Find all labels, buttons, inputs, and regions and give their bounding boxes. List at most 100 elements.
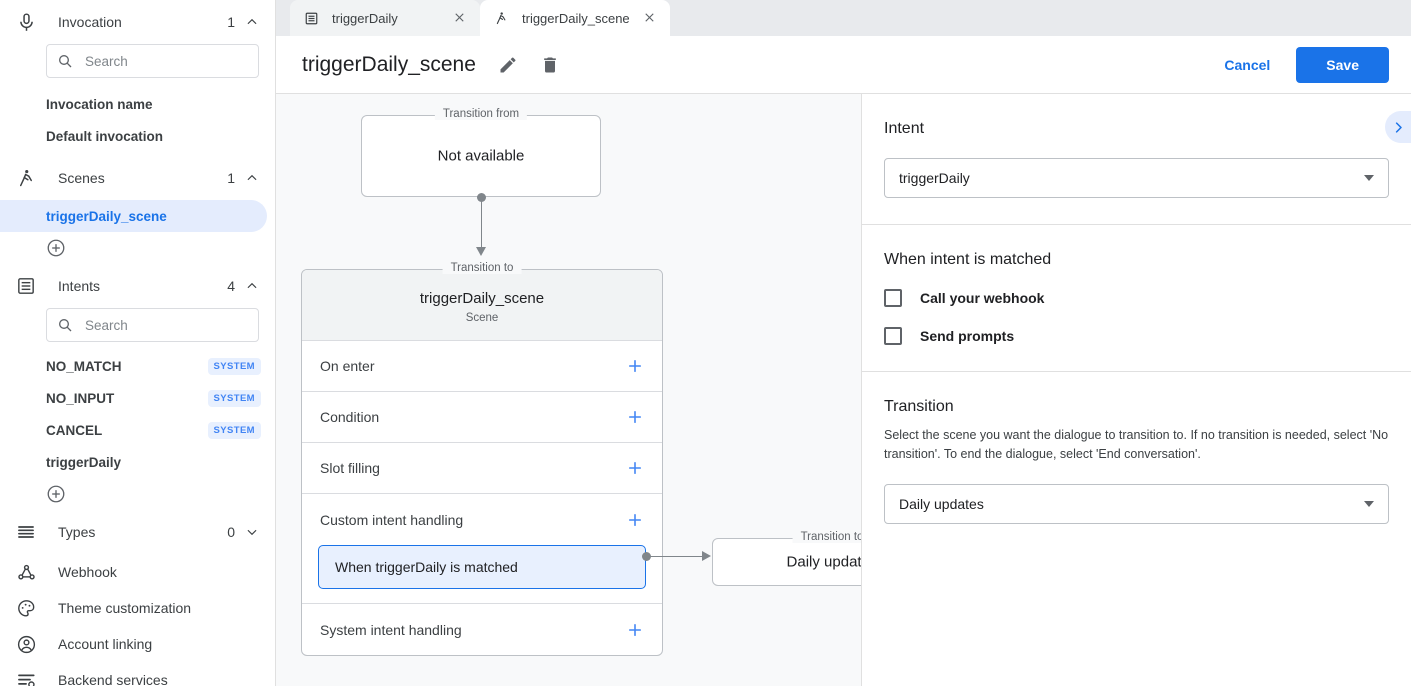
transition-from-value: Not available (437, 147, 525, 165)
transition-target-value: Daily updates (786, 553, 862, 571)
sidebar-item-label: Invocation name (46, 96, 153, 112)
scene-row-label: Condition (320, 409, 380, 425)
scene-row-custom-intent-handling[interactable]: Custom intent handling (302, 494, 662, 545)
sidebar-section-label: Invocation (58, 14, 122, 30)
invocation-search-box[interactable] (46, 44, 259, 78)
sidebar-item-label: Webhook (58, 564, 117, 580)
main-area: triggerDaily triggerDaily_scene (276, 0, 1411, 686)
types-icon (14, 520, 38, 544)
scene-row-system-intent-handling[interactable]: System intent handling (302, 604, 662, 655)
search-icon (59, 55, 72, 68)
scene-card-subtitle: Scene (465, 312, 499, 324)
intent-section-title: Intent (884, 120, 925, 137)
chevron-up-icon[interactable] (245, 15, 259, 29)
scene-card-title: triggerDaily_scene (419, 290, 545, 307)
sidebar-item-cancel[interactable]: CANCEL SYSTEM (0, 414, 275, 446)
connector-line (481, 197, 482, 249)
chevron-up-icon[interactable] (245, 279, 259, 293)
microphone-icon (14, 10, 38, 34)
tab-triggerdaily-scene[interactable]: triggerDaily_scene (480, 0, 670, 36)
sidebar-section-scenes[interactable]: Scenes 1 (0, 156, 275, 200)
header-bar: triggerDaily_scene Cancel Save (276, 36, 1411, 94)
checkbox-send-prompts[interactable]: Send prompts (884, 327, 1389, 345)
checkbox-icon[interactable] (884, 327, 902, 345)
scene-row-slot-filling[interactable]: Slot filling (302, 443, 662, 494)
scenes-icon (14, 166, 38, 190)
cancel-button[interactable]: Cancel (1212, 49, 1282, 81)
sidebar-section-intents[interactable]: Intents 4 (0, 264, 275, 308)
intents-search-box[interactable] (46, 308, 259, 342)
tab-strip: triggerDaily triggerDaily_scene (276, 0, 1411, 36)
save-button[interactable]: Save (1296, 46, 1389, 83)
intents-search-input[interactable] (83, 316, 248, 334)
intent-handler-chip[interactable]: When triggerDaily is matched (318, 545, 646, 589)
sidebar-section-count: 4 (227, 278, 235, 294)
checkbox-icon[interactable] (884, 289, 902, 307)
when-matched-title: When intent is matched (884, 251, 1052, 268)
sidebar-section-label: Scenes (58, 170, 105, 186)
sidebar-item-default-invocation[interactable]: Default invocation (0, 120, 275, 152)
status-badge: SYSTEM (207, 357, 261, 375)
sidebar-item-theme-customization[interactable]: Theme customization (0, 590, 275, 626)
checkbox-call-your-webhook[interactable]: Call your webhook (884, 289, 1389, 307)
sidebar-item-account-linking[interactable]: Account linking (0, 626, 275, 662)
sidebar-item-no-input[interactable]: NO_INPUT SYSTEM (0, 382, 275, 414)
scene-row-label: On enter (320, 358, 375, 374)
sidebar: Invocation 1 Invocation name Default inv… (0, 0, 276, 686)
search-icon (59, 319, 72, 332)
close-icon[interactable] (642, 10, 658, 26)
sidebar-item-label: triggerDaily_scene (46, 208, 167, 224)
tab-triggerdaily[interactable]: triggerDaily (290, 0, 480, 36)
close-icon[interactable] (452, 10, 468, 26)
tab-label: triggerDaily_scene (522, 10, 630, 26)
sidebar-section-invocation[interactable]: Invocation 1 (0, 0, 275, 44)
sidebar-item-label: NO_INPUT (46, 390, 115, 406)
chevron-up-icon[interactable] (245, 171, 259, 185)
sidebar-item-no-match[interactable]: NO_MATCH SYSTEM (0, 350, 275, 382)
scene-row-label: System intent handling (320, 621, 462, 638)
sidebar-section-label: Intents (58, 278, 101, 294)
sidebar-section-types[interactable]: Types 0 (0, 510, 275, 554)
sidebar-item-triggerdaily-scene[interactable]: triggerDaily_scene (0, 200, 267, 232)
scene-row-condition[interactable]: Condition (302, 392, 662, 443)
page-title: triggerDaily_scene (302, 52, 476, 76)
scene-row-label: Custom intent handling (320, 511, 464, 528)
sidebar-item-triggerdaily[interactable]: triggerDaily (0, 446, 275, 478)
intent-select[interactable]: triggerDaily (884, 158, 1389, 198)
transition-select[interactable]: Daily updates (884, 483, 1389, 524)
sidebar-item-webhook[interactable]: Webhook (0, 554, 275, 590)
connector-line-horizontal (646, 556, 704, 557)
status-badge: SYSTEM (207, 389, 261, 407)
sidebar-section-count: 1 (227, 14, 235, 30)
chevron-right-icon[interactable] (1385, 111, 1411, 143)
add-intent-row (0, 478, 275, 510)
plus-icon[interactable] (626, 408, 644, 426)
sidebar-item-invocation-name[interactable]: Invocation name (0, 88, 275, 120)
chevron-down-icon[interactable] (245, 525, 259, 539)
transition-select-value: Daily updates (899, 495, 984, 512)
add-circle-icon[interactable] (46, 238, 66, 258)
sidebar-item-backend-services[interactable]: Backend services (0, 662, 275, 686)
add-circle-icon[interactable] (46, 484, 66, 504)
account-icon (14, 632, 38, 656)
dropdown-arrow-icon (1364, 175, 1374, 181)
checkbox-label: Send prompts (920, 328, 1015, 344)
scene-section-custom-intent-handling: Custom intent handling When triggerDaily… (302, 494, 662, 604)
pencil-icon[interactable] (498, 55, 518, 75)
plus-icon[interactable] (626, 357, 644, 375)
tab-label: triggerDaily (332, 10, 398, 26)
scene-card: Transition to triggerDaily_scene Scene O… (301, 262, 663, 656)
sidebar-item-label: Account linking (58, 636, 153, 652)
scene-icon (494, 10, 510, 26)
status-badge: SYSTEM (207, 421, 261, 439)
body-split: Transition from Not available Transition… (276, 94, 1411, 686)
plus-icon[interactable] (626, 459, 644, 477)
invocation-search-input[interactable] (83, 52, 248, 70)
plus-icon[interactable] (626, 621, 644, 639)
plus-icon[interactable] (626, 511, 644, 529)
transition-from-box: Transition from Not available (361, 108, 601, 197)
intent-icon (304, 10, 320, 26)
trash-icon[interactable] (540, 55, 560, 75)
scene-row-on-enter[interactable]: On enter (302, 341, 662, 392)
